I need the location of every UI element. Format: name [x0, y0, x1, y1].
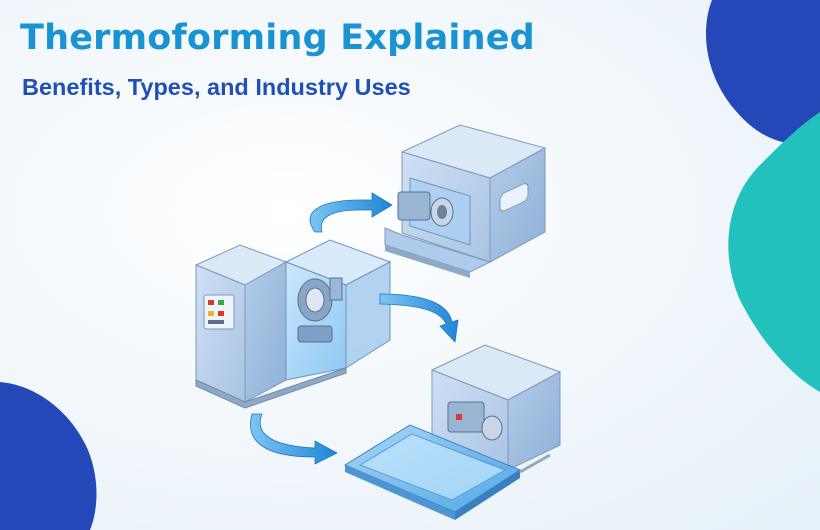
- mold-unit-icon: [384, 124, 547, 278]
- flow-arrow-icon: [379, 293, 459, 343]
- right-teal-blob: [728, 112, 820, 392]
- flow-arrow-icon: [309, 192, 393, 233]
- top-right-blue-blob: [705, 0, 820, 144]
- page-title: Thermoforming Explained: [20, 18, 535, 58]
- bottom-left-blue-blob: [0, 382, 97, 530]
- flow-arrow-icon: [250, 413, 338, 465]
- forming-station-icon: [343, 344, 562, 520]
- thermoforming-machine-icon: [194, 239, 392, 409]
- page-subtitle: Benefits, Types, and Industry Uses: [22, 74, 411, 100]
